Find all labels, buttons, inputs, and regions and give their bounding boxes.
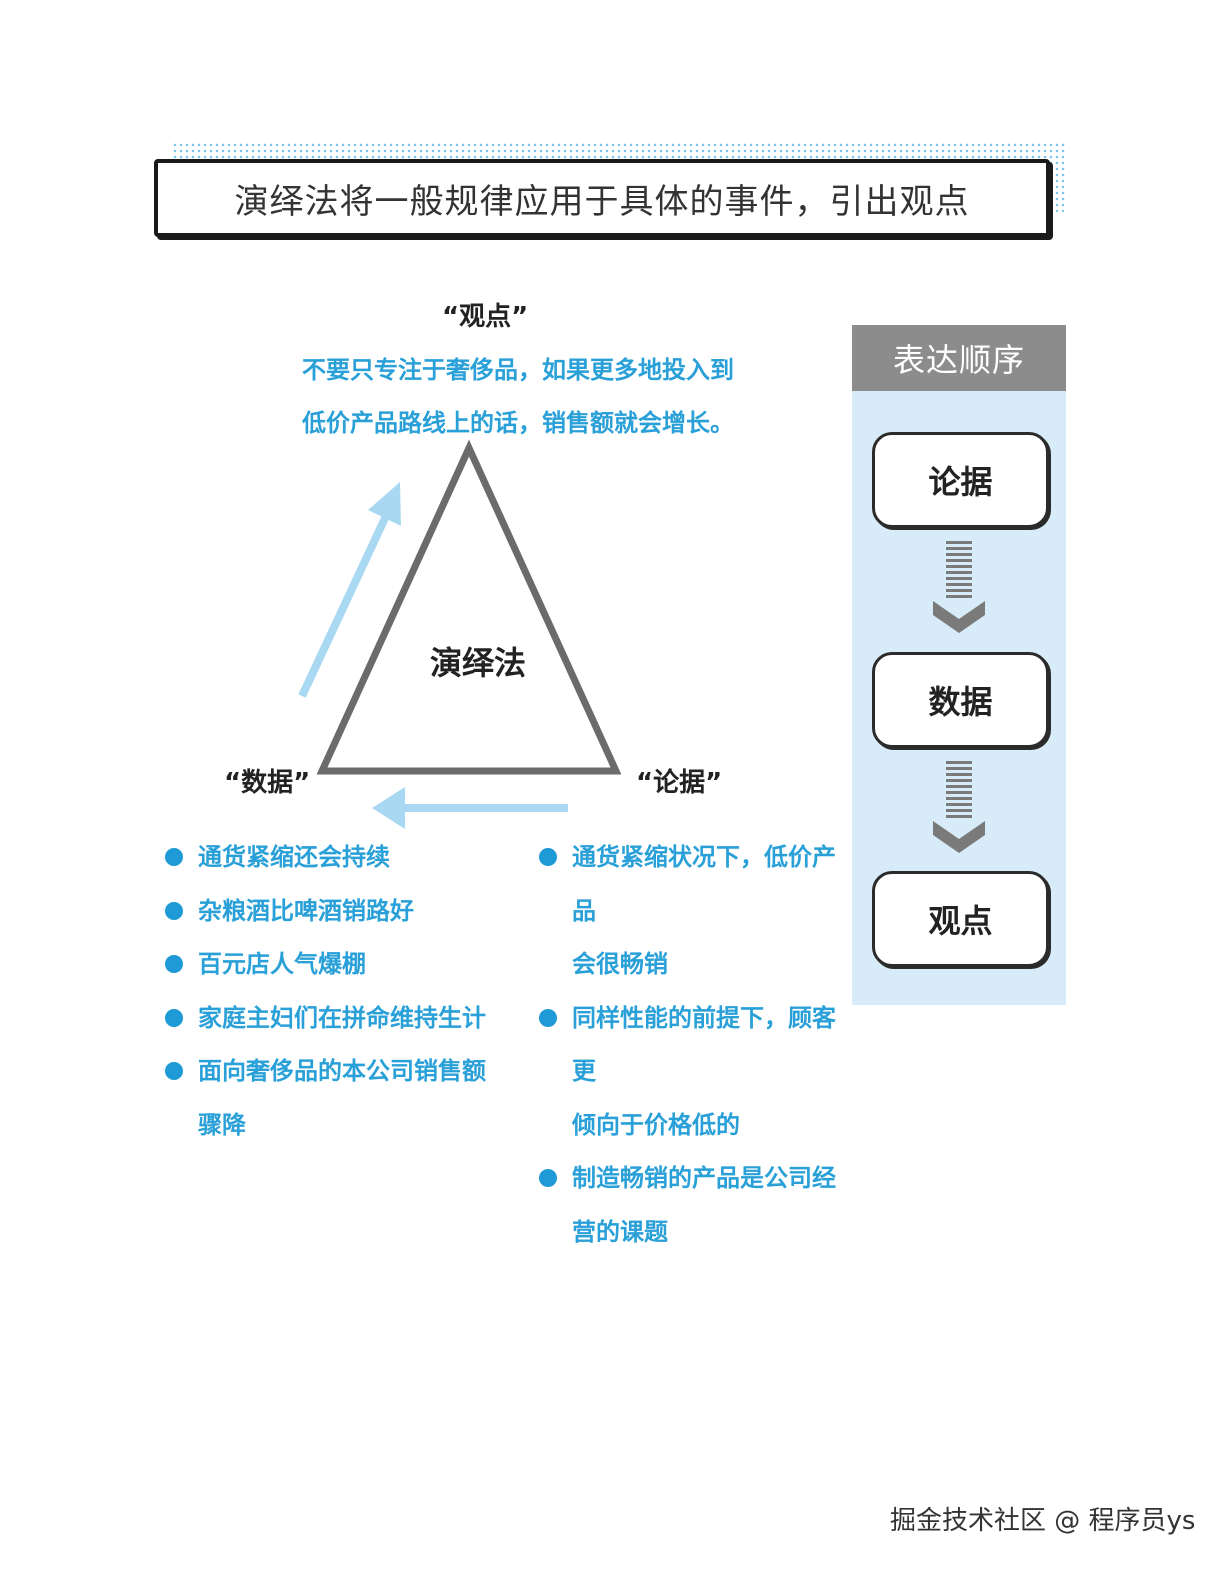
bullet-dot-icon (539, 1169, 557, 1187)
deduction-triangle (316, 439, 622, 775)
data-label: “数据” (224, 768, 311, 798)
title-banner: 演绎法将一般规律应用于具体的事件，引出观点 (154, 159, 1050, 237)
bullet-dot-icon (165, 1008, 183, 1027)
list-item: 通货紧缩状况下，低价产品会很畅销 (539, 831, 859, 992)
bullet-dot-icon (539, 1008, 557, 1027)
reason-label: “论据” (636, 768, 723, 798)
opinion-label: “观点” (442, 302, 529, 332)
down-arrow-icon (933, 541, 985, 633)
arrow-up-head (368, 482, 401, 526)
step-box-opinion: 观点 (872, 871, 1049, 967)
bullet-dot-icon (165, 955, 183, 973)
list-item: 同样性能的前提下，顾客更倾向于价格低的 (539, 992, 859, 1153)
data-list: 通货紧缩还会持续 杂粮酒比啤酒销路好 百元店人气爆棚 家庭主妇们在拼命维持生计 … (165, 831, 510, 1152)
list-item: 面向奢侈品的本公司销售额骤降 (165, 1045, 510, 1152)
down-arrow-icon (933, 761, 985, 853)
step-box-reason: 论据 (872, 432, 1049, 528)
list-item: 制造畅销的产品是公司经营的课题 (539, 1152, 859, 1259)
opinion-line-2: 低价产品路线上的话，销售额就会增长。 (302, 409, 734, 437)
arrow-left-head (372, 787, 405, 829)
bullet-dot-icon (165, 848, 183, 866)
triangle-center-label: 演绎法 (430, 644, 527, 682)
reason-list: 通货紧缩状况下，低价产品会很畅销 同样性能的前提下，顾客更倾向于价格低的 制造畅… (539, 831, 859, 1259)
list-item: 通货紧缩还会持续 (165, 831, 510, 885)
list-item: 杂粮酒比啤酒销路好 (165, 885, 510, 939)
opinion-line-1: 不要只专注于奢侈品，如果更多地投入到 (302, 356, 734, 384)
list-item: 家庭主妇们在拼命维持生计 (165, 992, 510, 1046)
triangle-diagram (298, 439, 622, 829)
arrow-up-shaft (298, 514, 390, 698)
page-title: 演绎法将一般规律应用于具体的事件，引出观点 (234, 181, 970, 222)
expression-order-panel: 表达顺序 论据 数据 (852, 325, 1066, 1005)
list-item: 百元店人气爆棚 (165, 938, 510, 992)
step-box-data: 数据 (872, 652, 1049, 748)
bullet-dot-icon (539, 848, 557, 866)
bullet-dot-icon (165, 901, 183, 920)
bullet-dot-icon (165, 1062, 183, 1080)
watermark: 掘金技术社区 @ 程序员ys (890, 1506, 1196, 1536)
panel-title: 表达顺序 (852, 325, 1066, 391)
